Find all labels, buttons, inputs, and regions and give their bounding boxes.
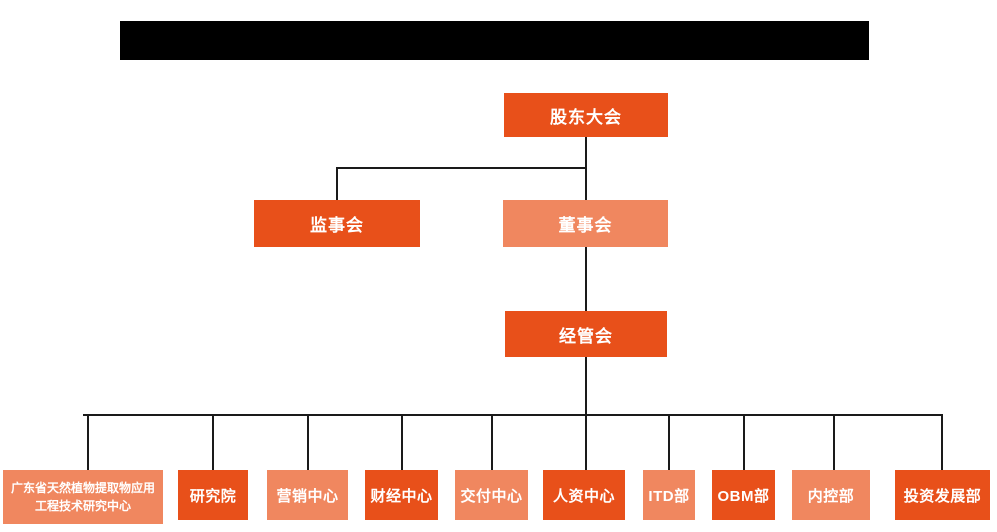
- connector-department-rail: [83, 414, 943, 416]
- connector-drop-finance-center: [401, 414, 403, 470]
- org-node-hr-center: 人资中心: [543, 470, 625, 520]
- org-node-label: 监事会: [310, 216, 364, 235]
- org-node-marketing-center: 营销中心: [267, 470, 348, 520]
- connector-drop-research-center: [87, 414, 89, 470]
- org-node-label: 董事会: [558, 216, 613, 235]
- org-node-label: 投资发展部: [903, 487, 982, 505]
- org-node-obm-dept: OBM部: [712, 470, 775, 520]
- org-node-label: 内控部: [807, 487, 855, 505]
- org-node-delivery-center: 交付中心: [455, 470, 528, 520]
- connector-drop-obm-dept: [743, 414, 745, 470]
- org-node-research-center: 广东省天然植物提取物应用工程技术研究中心: [3, 470, 163, 524]
- connector-supervisors-drop: [336, 167, 338, 200]
- org-node-management-committee: 经管会: [505, 311, 667, 357]
- org-node-research-institute: 研究院: [178, 470, 248, 520]
- connector-branch-supervisors: [336, 167, 587, 169]
- org-node-investment-dev-dept: 投资发展部: [895, 470, 990, 520]
- connector-drop-research-institute: [212, 414, 214, 470]
- org-node-board-of-directors: 董事会: [503, 200, 668, 247]
- org-node-label: 营销中心: [276, 487, 339, 505]
- org-node-label: 研究院: [189, 487, 237, 505]
- connector-directors-management: [585, 247, 587, 311]
- org-node-label: 财经中心: [370, 487, 433, 505]
- connector-drop-investment-dev-dept: [941, 414, 943, 470]
- org-node-label: 交付中心: [460, 487, 523, 505]
- org-node-shareholders-meeting: 股东大会: [504, 93, 668, 137]
- org-node-label: 经管会: [559, 326, 613, 346]
- connector-drop-hr-center: [585, 414, 587, 470]
- org-node-label: 股东大会: [550, 107, 622, 127]
- connector-drop-marketing-center: [307, 414, 309, 470]
- org-node-itd-dept: ITD部: [643, 470, 695, 520]
- org-node-label: 人资中心: [552, 487, 615, 505]
- org-node-label: OBM部: [717, 487, 770, 505]
- org-node-internal-control-dept: 内控部: [792, 470, 870, 520]
- org-node-label: ITD部: [648, 487, 690, 505]
- org-node-finance-center: 财经中心: [365, 470, 438, 520]
- redacted-title-bar: [120, 21, 869, 60]
- connector-drop-internal-control-dept: [833, 414, 835, 470]
- org-node-label: 广东省天然植物提取物应用工程技术研究中心: [10, 481, 155, 513]
- connector-drop-delivery-center: [491, 414, 493, 470]
- connector-drop-itd-dept: [668, 414, 670, 470]
- connector-management-rail: [585, 357, 587, 416]
- org-node-supervisory-board: 监事会: [254, 200, 420, 247]
